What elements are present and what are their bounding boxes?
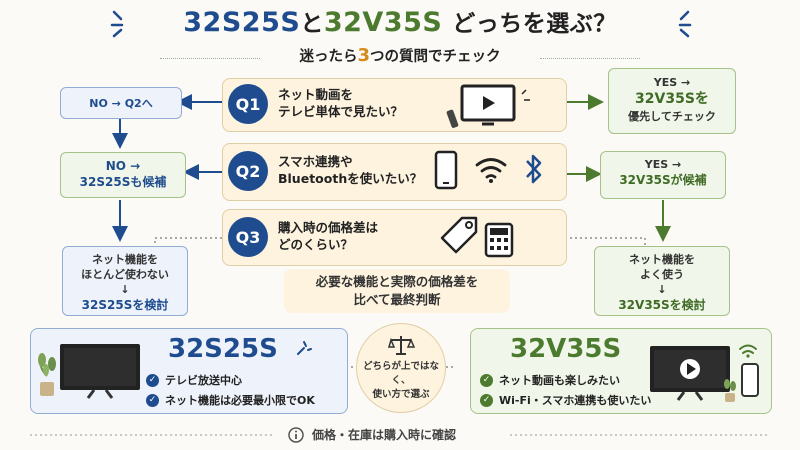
smartphone-icon bbox=[741, 363, 759, 397]
subtitle-divider-right bbox=[540, 58, 640, 59]
subtitle-pre: 迷ったら bbox=[299, 49, 358, 65]
tv-icon bbox=[60, 344, 140, 399]
question-badge-q1: Q1 bbox=[228, 84, 268, 124]
card-32s25s-list: ✓テレビ放送中心 ✓ネット機能は必要最小限でOK bbox=[146, 370, 315, 410]
page-title: 32S25Sと32V35S どっちを選ぶ？ bbox=[0, 4, 800, 38]
list-item: ✓ネット機能は必要最小限でOK bbox=[146, 390, 315, 410]
tv-icon bbox=[650, 346, 730, 401]
subtitle: 迷ったら3つの質問でチェック bbox=[0, 45, 800, 66]
wifi-icon bbox=[475, 158, 507, 183]
title-model-a: 32S25S bbox=[183, 7, 301, 38]
yes-32v35s-priority-box: YES → 32V35Sを 優先してチェック bbox=[608, 68, 736, 134]
card-32s25s-title: 32S25S bbox=[168, 334, 278, 364]
question-text-q2: スマホ連携や Bluetoothを使いたい？ bbox=[278, 154, 423, 186]
wifi-icon bbox=[739, 344, 757, 358]
remote-icon bbox=[446, 109, 459, 128]
check-icon: ✓ bbox=[480, 373, 493, 387]
list-item: ✓Wi-Fi・スマホ連携も使いたい bbox=[480, 390, 651, 410]
question-box-q2 bbox=[222, 143, 567, 201]
question-badge-q2: Q2 bbox=[228, 151, 268, 191]
center-choice-note: どちらが上ではなく、 使い方で選ぶ bbox=[356, 323, 446, 413]
sparkle-card-left-icon bbox=[297, 341, 312, 355]
right-net-consider-box: ネット機能を よく使う ↓ 32V35Sを検討 bbox=[594, 246, 730, 316]
subtitle-number: 3 bbox=[357, 45, 371, 66]
bluetooth-icon bbox=[526, 154, 542, 184]
no-q2-box: NO → Q2へ bbox=[60, 87, 182, 119]
question-text-q1: ネット動画を テレビ単体で見たい？ bbox=[278, 87, 404, 119]
card-32v35s-title: 32V35S bbox=[510, 334, 622, 364]
list-item: ✓ネット動画も楽しみたい bbox=[480, 370, 651, 390]
sparkle-left-icon bbox=[110, 10, 124, 38]
price-tag-icon bbox=[440, 216, 478, 254]
question-box-q3 bbox=[222, 209, 567, 266]
no-32s25s-candidate-box: NO → 32S25Sも候補 bbox=[60, 152, 186, 198]
title-model-b: 32V35S bbox=[323, 7, 443, 38]
left-net-consider-box: ネット機能を ほとんど使わない ↓ 32S25Sを検討 bbox=[62, 246, 188, 316]
scale-icon bbox=[388, 336, 416, 355]
info-icon bbox=[288, 426, 304, 443]
question-badge-q3: Q3 bbox=[228, 217, 268, 257]
list-item: ✓テレビ放送中心 bbox=[146, 370, 315, 390]
subtitle-post: つの質問でチェック bbox=[370, 49, 501, 65]
check-icon: ✓ bbox=[146, 393, 159, 407]
subtitle-divider-left bbox=[160, 58, 260, 59]
card-32v35s-list: ✓ネット動画も楽しみたい ✓Wi-Fi・スマホ連携も使いたい bbox=[480, 370, 651, 410]
title-connector: と bbox=[300, 11, 324, 37]
check-icon: ✓ bbox=[146, 373, 159, 387]
plant-icon bbox=[724, 379, 736, 402]
footer-note: 価格・在庫は購入時に確認 bbox=[288, 426, 456, 443]
check-icon: ✓ bbox=[480, 393, 493, 407]
tv-icon bbox=[460, 84, 530, 126]
sparkle-right-icon bbox=[678, 10, 692, 38]
smartphone-icon bbox=[434, 150, 458, 190]
calculator-icon bbox=[484, 222, 514, 258]
final-judgement-note: 必要な機能と実際の価格差を 比べて最終判断 bbox=[284, 269, 510, 313]
yes-32v35s-candidate-box: YES → 32V35Sが候補 bbox=[600, 151, 726, 199]
question-text-q3: 購入時の価格差は どのくらい？ bbox=[278, 220, 379, 252]
title-suffix: どっちを選ぶ？ bbox=[452, 11, 617, 37]
plant-icon bbox=[38, 353, 56, 396]
